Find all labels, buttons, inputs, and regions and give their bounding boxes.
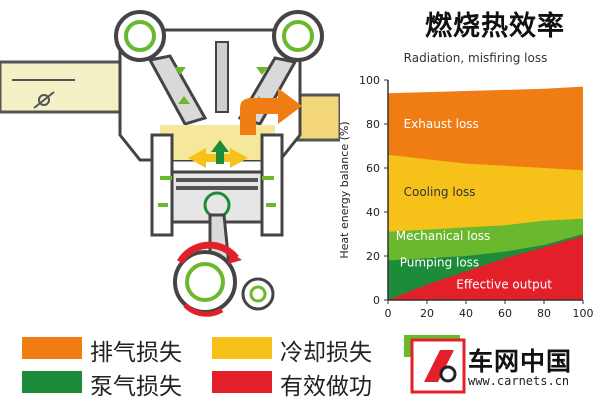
y-tick-label: 80 <box>366 118 380 131</box>
spark-plug <box>215 41 229 113</box>
x-tick-label: 60 <box>498 307 512 320</box>
exhaust-flow-arrow <box>240 88 302 135</box>
y-tick-label: 60 <box>366 162 380 175</box>
band-label-mechanical-loss: Mechanical loss <box>396 229 491 243</box>
brand-url: www.carnets.cn <box>468 374 570 388</box>
legend-swatch-effective <box>212 371 272 393</box>
band-label-cooling-loss: Cooling loss <box>404 185 476 199</box>
legend-label-pumping: 泵气损失 <box>90 374 182 400</box>
output-gear-icon <box>241 277 275 311</box>
page-title: 燃烧热效率 <box>425 11 565 42</box>
x-tick-label: 0 <box>385 307 392 320</box>
legend-label-cooling: 冷却损失 <box>280 340 372 366</box>
y-tick-label: 20 <box>366 250 380 263</box>
intake-cam-icon <box>114 10 166 62</box>
pressure-arrow <box>211 140 229 164</box>
y-tick-label: 0 <box>373 294 380 307</box>
legend-swatch-cooling <box>212 337 272 359</box>
x-tick-label: 40 <box>459 307 473 320</box>
legend-label-exhaust: 排气损失 <box>90 340 182 366</box>
brand-name: 车网中国 <box>468 347 573 376</box>
y-tick-label: 100 <box>359 74 380 87</box>
engine-diagram <box>0 10 340 317</box>
band-label-effective-output: Effective output <box>456 278 552 292</box>
throttle-icon <box>38 94 50 106</box>
legend-label-effective: 有效做功 <box>280 374 372 400</box>
y-axis-label: Heat energy balance (%) <box>338 121 351 258</box>
cylinder-wall-right <box>260 133 284 237</box>
x-tick-label: 20 <box>420 307 434 320</box>
x-tick-label: 80 <box>537 307 551 320</box>
band-label-pumping-loss: Pumping loss <box>400 256 480 270</box>
exhaust-cam-icon <box>272 10 324 62</box>
legend-swatch-pumping <box>22 371 82 393</box>
radiation-loss-annotation: Radiation, misfiring loss <box>404 51 548 65</box>
x-tick-label: 100 <box>573 307 594 320</box>
carnets-logo-icon <box>410 338 466 394</box>
band-label-exhaust-loss: Exhaust loss <box>404 117 479 131</box>
cylinder-wall-left <box>150 133 174 237</box>
y-tick-label: 40 <box>366 206 380 219</box>
legend-swatch-exhaust <box>22 337 82 359</box>
band-effective-output <box>388 236 583 300</box>
intake-valve <box>147 54 208 126</box>
